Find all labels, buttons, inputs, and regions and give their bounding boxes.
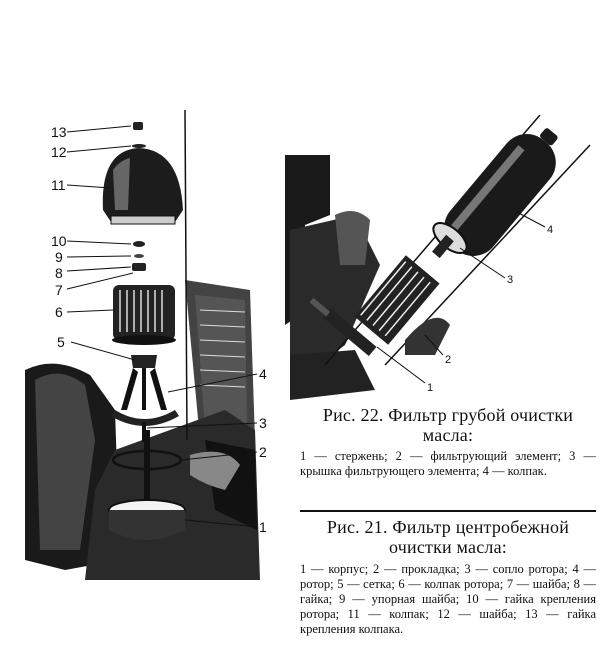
caption-fig21-body: 1 — корпус; 2 — прокладка; 3 — сопло рот… <box>300 562 596 636</box>
figure-coarse-filter-drawing: 4 3 2 1 <box>285 115 591 400</box>
caption-fig22-title: Рис. 22. Фильтр грубой очистки масла: <box>322 405 574 445</box>
label-7: 7 <box>55 282 63 298</box>
label-5: 5 <box>57 334 65 350</box>
label-3: 3 <box>259 415 267 431</box>
coarse-label-3: 3 <box>507 274 513 286</box>
label-12: 12 <box>51 144 67 160</box>
caption-divider <box>300 510 596 512</box>
label-11: 11 <box>51 177 66 193</box>
label-1: 1 <box>259 519 267 535</box>
coarse-label-4: 4 <box>547 224 553 236</box>
coarse-label-2: 2 <box>445 354 451 366</box>
coarse-label-1: 1 <box>427 382 433 394</box>
figure-centrifugal-filter-drawing: 13 12 11 10 9 8 7 6 5 4 3 2 1 <box>25 110 267 580</box>
label-4: 4 <box>259 366 267 382</box>
figure-centrifugal-filter: 13 12 11 10 9 8 7 6 5 4 3 2 1 <box>25 110 285 590</box>
label-9: 9 <box>55 249 63 265</box>
caption-fig21-title: Рис. 21. Фильтр центробежной очистки мас… <box>326 517 570 557</box>
label-8: 8 <box>55 265 63 281</box>
figure-coarse-filter: 4 3 2 1 <box>285 115 600 400</box>
label-13: 13 <box>51 124 67 140</box>
label-2: 2 <box>259 444 267 460</box>
caption-fig22-body: 1 — стержень; 2 — фильтрующий элемент; 3… <box>300 449 596 478</box>
label-10: 10 <box>51 233 67 249</box>
label-6: 6 <box>55 304 63 320</box>
